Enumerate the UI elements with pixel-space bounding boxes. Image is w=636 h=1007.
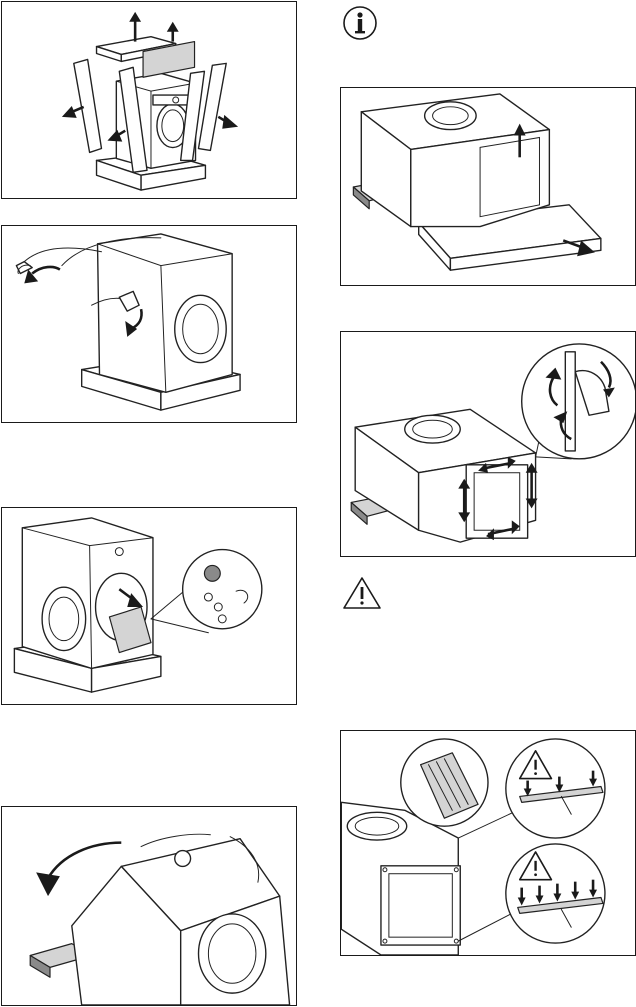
remove-accessory-bag-figure bbox=[1, 507, 297, 705]
tilt-machine-figure bbox=[1, 806, 297, 1006]
warning-triangle-icon bbox=[342, 575, 382, 611]
remove-base-figure bbox=[340, 87, 636, 286]
remove-plastic-cover-figure bbox=[1, 225, 297, 423]
polystyrene-strips-figure bbox=[340, 730, 636, 956]
remove-polystyrene-figure bbox=[340, 331, 636, 557]
remove-packaging-figure bbox=[1, 1, 297, 199]
info-icon bbox=[342, 5, 378, 41]
